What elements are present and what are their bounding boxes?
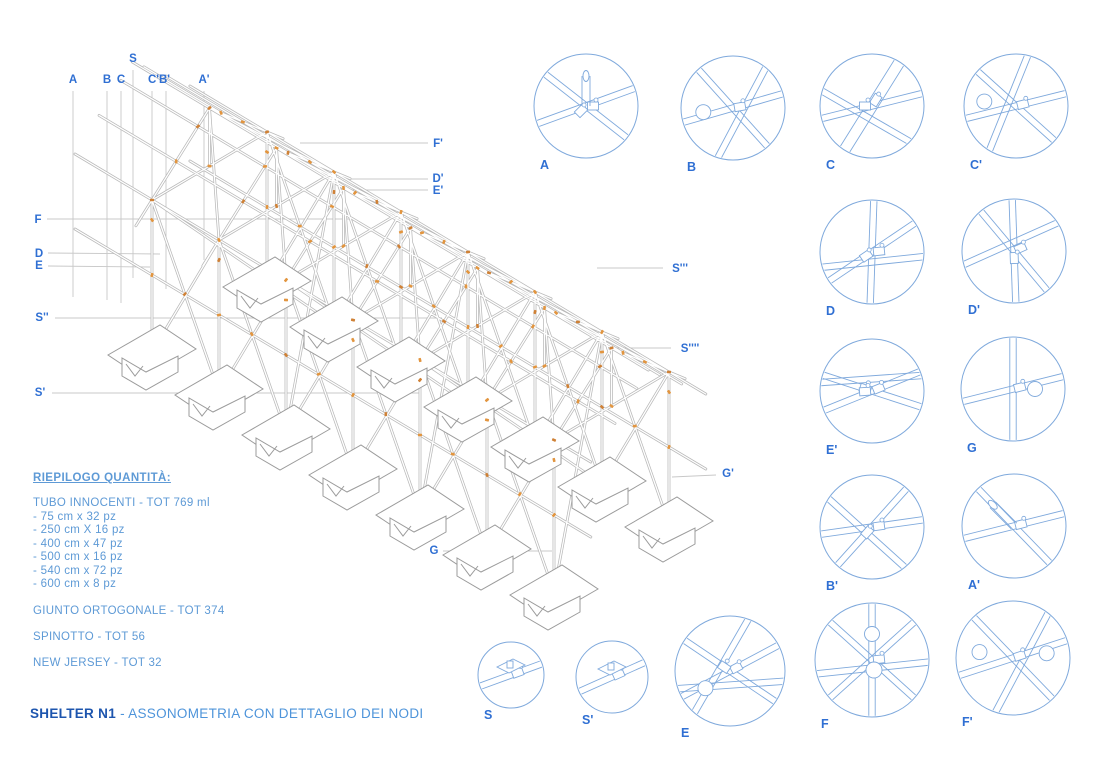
node-detail-label-Ep: E'	[826, 443, 837, 457]
axon-label-Fp: F'	[433, 138, 443, 150]
summary-item: - 75 cm x 32 pz	[33, 511, 117, 523]
axon-label-E: E	[35, 260, 43, 272]
node-detail-E: E	[674, 615, 786, 740]
node-detail-circle	[960, 336, 1066, 442]
node-detail-G: G	[960, 336, 1066, 455]
summary-item: - 600 cm x 8 pz	[33, 578, 117, 591]
node-detail-Ep: E'	[819, 338, 925, 457]
node-detail-circle	[680, 55, 786, 161]
node-detail-label-Sp: S'	[582, 713, 593, 727]
node-detail-circle	[814, 602, 930, 718]
node-detail-A: A	[533, 53, 639, 172]
summary-item: SPINOTTO - TOT 56	[33, 631, 146, 644]
axon-label-Dp: D'	[432, 173, 443, 185]
node-detail-label-Fp: F'	[962, 715, 973, 729]
node-detail-label-S: S	[484, 708, 492, 722]
node-detail-circle	[819, 53, 925, 159]
summary-item: - 250 cm X 16 pz	[33, 524, 125, 537]
node-detail-F: F	[814, 602, 930, 731]
title-subtitle: - ASSONOMETRIA CON DETTAGLIO DEI NODI	[116, 706, 424, 721]
node-detail-circle	[961, 473, 1067, 579]
summary-item: GIUNTO ORTOGONALE - TOT 374	[33, 605, 225, 618]
node-detail-circle	[674, 615, 786, 727]
summary-item: - 500 cm x 16 pz	[33, 551, 123, 564]
node-detail-label-Ap: A'	[968, 578, 980, 592]
node-detail-label-E: E	[681, 726, 689, 740]
node-detail-circle	[477, 641, 545, 709]
axon-label-S: S	[129, 53, 137, 65]
summary-tube-title: TUBO INNOCENTI - TOT 769 ml	[33, 497, 210, 509]
drawing-title: SHELTER N1 - ASSONOMETRIA CON DETTAGLIO …	[30, 706, 423, 721]
new-jersey-bases	[107, 256, 714, 631]
summary-item: - 400 cm x 47 pz	[33, 537, 123, 550]
node-detail-label-Cp: C'	[970, 158, 982, 172]
node-detail-label-D: D	[826, 304, 835, 318]
axon-label-Sp: S'	[35, 387, 46, 399]
node-detail-circle	[963, 53, 1069, 159]
axon-label-Ep: E'	[433, 185, 444, 197]
project-name: SHELTER N1	[30, 706, 117, 721]
node-detail-circle	[819, 474, 925, 580]
node-detail-label-B: B	[687, 160, 696, 174]
node-detail-Sp: S'	[575, 640, 649, 727]
node-detail-circle	[533, 53, 639, 159]
joint-nodes	[149, 105, 672, 518]
axon-label-A: A	[69, 74, 77, 86]
node-detail-circle	[575, 640, 649, 714]
axon-label-Spppp: S''''	[681, 343, 700, 355]
summary-heading: RIEPILOGO QUANTITÀ:	[33, 472, 171, 484]
node-detail-Cp: C'	[963, 53, 1069, 172]
axon-label-Spp: S''	[35, 312, 48, 324]
node-detail-label-Bp: B'	[826, 579, 838, 593]
node-detail-circle	[819, 338, 925, 444]
axon-label-C: C	[117, 74, 125, 86]
node-detail-Dp: D'	[961, 198, 1067, 317]
node-detail-Ap: A'	[961, 473, 1067, 592]
axon-label-D: D	[35, 248, 43, 260]
node-detail-D: D	[819, 199, 925, 318]
node-detail-S: S	[477, 641, 545, 722]
node-detail-circle	[961, 198, 1067, 304]
axon-label-Ap: A'	[198, 74, 209, 86]
summary-item: NEW JERSEY - TOT 32	[33, 657, 162, 670]
node-detail-circle	[819, 199, 925, 305]
node-detail-label-Dp: D'	[968, 303, 980, 317]
node-detail-Fp: F'	[955, 600, 1071, 729]
axon-label-CpBp: C'B'	[148, 74, 170, 86]
node-detail-B: B	[680, 55, 786, 174]
summary-item: - 540 cm x 72 pz	[33, 564, 123, 577]
scaffold-structure	[47, 60, 717, 631]
axon-label-Gp: G'	[722, 468, 734, 480]
quantity-summary: RIEPILOGO QUANTITÀ: TUBO INNOCENTI - TOT…	[33, 472, 263, 669]
node-detail-circle	[955, 600, 1071, 716]
axon-label-B: B	[103, 74, 111, 86]
axon-label-F: F	[34, 214, 41, 226]
node-detail-label-F: F	[821, 717, 829, 731]
axon-label-G: G	[430, 545, 439, 557]
node-detail-label-A: A	[540, 158, 549, 172]
axon-label-Sppp: S'''	[672, 263, 688, 275]
node-detail-label-C: C	[826, 158, 835, 172]
summary-tube-items: - 75 cm x 32 pz- 250 cm X 16 pz- 400 cm …	[33, 511, 263, 591]
node-detail-label-G: G	[967, 441, 977, 455]
node-detail-C: C	[819, 53, 925, 172]
node-detail-Bp: B'	[819, 474, 925, 593]
